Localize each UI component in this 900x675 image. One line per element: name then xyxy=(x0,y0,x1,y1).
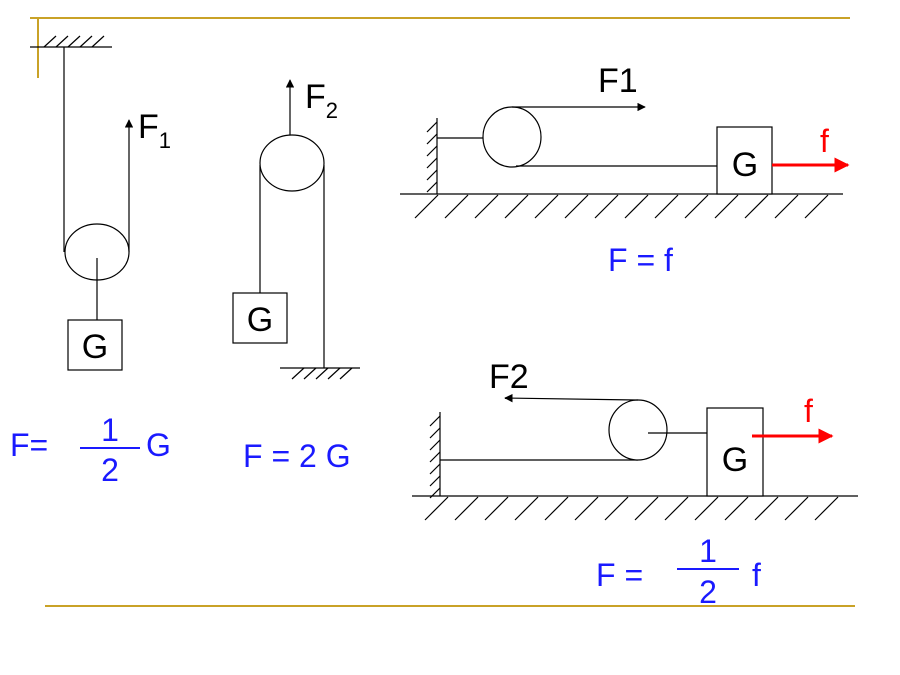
ground-hatch xyxy=(414,194,829,219)
formula-denominator: 2 xyxy=(699,574,717,610)
wall-hatch xyxy=(426,121,438,193)
force-label-f1: F1 xyxy=(598,62,638,100)
ground-hatch xyxy=(291,367,353,380)
force-label-f2: F2 xyxy=(489,358,529,396)
load-label: G xyxy=(82,328,108,366)
horizontal-fixed-pulley-diagram xyxy=(400,102,843,219)
formula: F = 2 G xyxy=(243,438,351,474)
movable-pulley-wheel xyxy=(608,399,668,461)
fixed-pulley-wheel xyxy=(482,106,542,168)
movable-pulley-diagram xyxy=(30,35,134,371)
friction-label: f xyxy=(804,393,813,429)
load-block xyxy=(706,407,764,497)
formula-suffix: G xyxy=(146,427,171,463)
friction-label: f xyxy=(820,123,829,159)
force-label-f1: F1 xyxy=(138,108,171,153)
force-label-f2: F2 xyxy=(305,78,338,123)
formula-prefix: F= xyxy=(10,427,48,463)
load-label: G xyxy=(722,441,748,479)
inverted-pulley-diagram xyxy=(232,79,360,380)
horizontal-movable-pulley-diagram xyxy=(412,393,858,521)
load-label: G xyxy=(732,146,758,184)
ceiling-hatch xyxy=(43,35,105,48)
formula-suffix: f xyxy=(752,557,761,593)
formula-denominator: 2 xyxy=(101,452,119,488)
pulley-wheel xyxy=(259,134,325,192)
wall-hatch xyxy=(429,415,441,499)
load-block xyxy=(716,126,773,195)
rope-pull-end xyxy=(504,393,639,403)
formula: F = f xyxy=(608,242,673,278)
ground-hatch xyxy=(424,496,839,521)
slide-frame xyxy=(30,17,855,607)
load-block xyxy=(232,292,288,344)
formula-numerator: 1 xyxy=(101,412,119,448)
formula-numerator: 1 xyxy=(699,533,717,569)
load-block xyxy=(67,319,123,371)
formula-prefix: F = xyxy=(596,557,643,593)
load-label: G xyxy=(247,301,273,339)
